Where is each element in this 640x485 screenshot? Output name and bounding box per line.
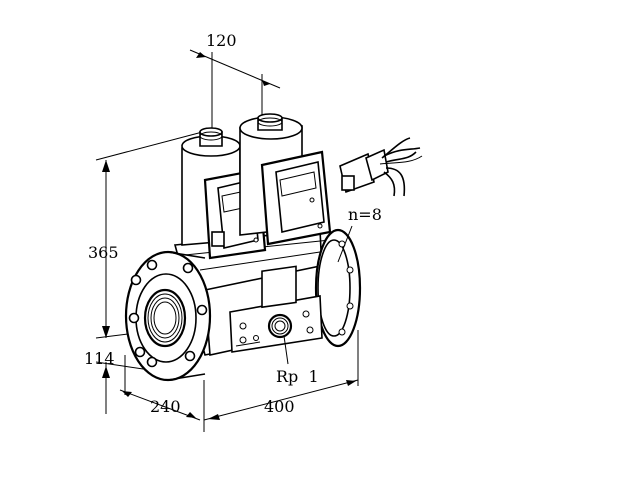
- dimension-lines: [95, 49, 359, 432]
- dim-depth: 240: [150, 397, 181, 416]
- valve-body: [124, 228, 362, 382]
- dim-length: 400: [264, 397, 295, 416]
- connector-plug: [337, 137, 423, 263]
- label-pipe-thread: Rp 1: [276, 367, 319, 386]
- dim-top-width: 120: [206, 31, 237, 50]
- label-connector-pins: n=8: [348, 205, 382, 224]
- dim-height-total: 365: [88, 243, 119, 262]
- dim-height-axis: 114: [84, 349, 115, 368]
- solenoid-right: [239, 113, 332, 246]
- dimension-labels: 120 365 114 240 400 Rp 1 n=8: [84, 31, 382, 416]
- leader-rp: [283, 335, 289, 365]
